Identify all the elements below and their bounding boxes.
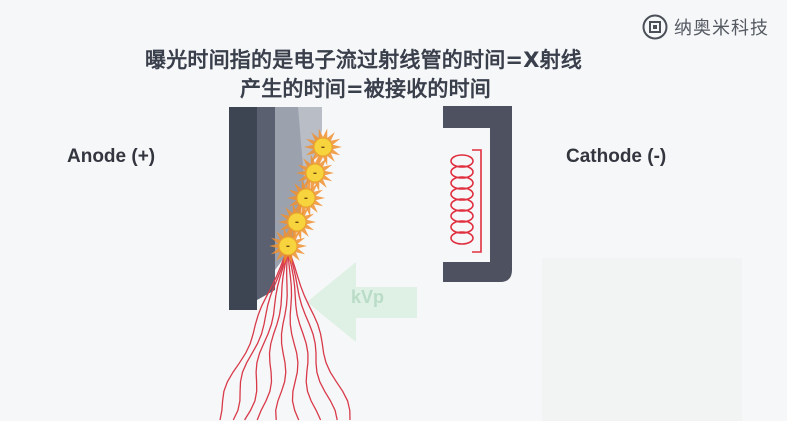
electron: - bbox=[296, 154, 334, 192]
kvp-arrow bbox=[307, 262, 417, 342]
electron-charge: - bbox=[304, 193, 308, 204]
kvp-label: kVp bbox=[351, 287, 385, 307]
cathode bbox=[443, 106, 512, 282]
xray-line bbox=[219, 247, 289, 421]
cathode-label: Cathode (-) bbox=[566, 146, 667, 167]
electron-charge: - bbox=[313, 168, 317, 179]
electron-charge: - bbox=[295, 217, 299, 228]
company-seal-icon bbox=[642, 14, 668, 40]
electron: - bbox=[304, 128, 342, 166]
title-line-2: 产生的时间=被接收的时间 bbox=[240, 77, 491, 101]
xray-beam bbox=[219, 247, 351, 421]
company-name: 纳奥米科技 bbox=[674, 18, 769, 39]
xray-line bbox=[287, 247, 300, 421]
electron: - bbox=[278, 203, 316, 241]
xray-line bbox=[275, 247, 289, 421]
xray-line bbox=[287, 247, 322, 421]
electron-charge: - bbox=[286, 241, 290, 252]
xray-line bbox=[256, 247, 289, 421]
xray-line bbox=[232, 247, 289, 421]
background-panel bbox=[542, 258, 742, 421]
electron-stream: - - - - - bbox=[269, 128, 342, 265]
company-logo: 纳奥米科技 bbox=[642, 13, 769, 41]
electron: - bbox=[287, 179, 325, 217]
anode-label: Anode (+) bbox=[67, 146, 156, 167]
xray-line bbox=[287, 247, 351, 421]
electron-charge: - bbox=[321, 142, 325, 153]
title-line-1: 曝光时间指的是电子流过射线管的时间=X射线 bbox=[145, 48, 582, 72]
cathode-filament bbox=[450, 149, 482, 253]
electron: - bbox=[269, 227, 307, 265]
xray-line bbox=[287, 247, 338, 421]
xray-line bbox=[244, 247, 289, 421]
